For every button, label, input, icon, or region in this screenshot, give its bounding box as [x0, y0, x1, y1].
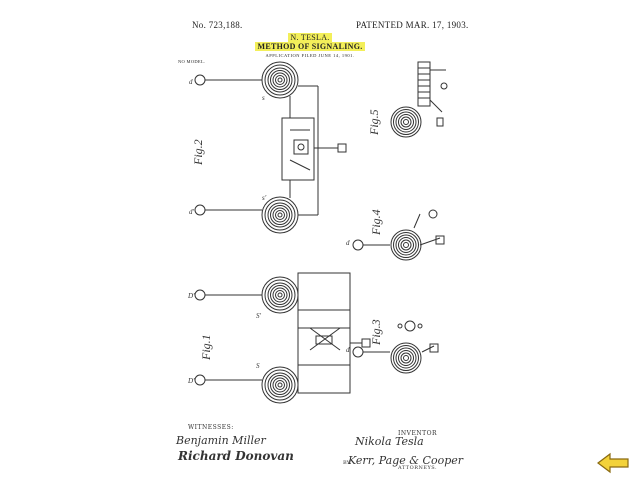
witnesses-label: WITNESSES: [188, 424, 234, 431]
fig4-drawing: Fig.4 [352, 209, 445, 261]
patent-title: METHOD OF SIGNALING. [150, 42, 470, 51]
inventor-label: INVENTOR [398, 430, 438, 437]
fig5-coil [390, 106, 422, 138]
fig1-terminal-top [194, 289, 206, 301]
application-filed: APPLICATION FILED JUNE 14, 1901. [265, 53, 355, 58]
fig1-label: Fig.1 [199, 334, 213, 361]
inventor-signature: Nikola Tesla [355, 435, 424, 448]
fig4-coil [390, 229, 422, 261]
fig1-terminal-bottom [194, 374, 206, 386]
witness-signature-1: Benjamin Miller [176, 434, 266, 447]
fig2-label: Fig.2 [191, 139, 205, 166]
label-d-fig4: d [346, 239, 350, 247]
label-S-prime: S' [256, 312, 262, 320]
label-D-prime-top: D' [187, 292, 195, 300]
fig4-terminal [352, 239, 364, 251]
fig2-terminal-bottom [194, 204, 206, 216]
patent-drawing: Fig.2 Fig.5 Fig.4 [187, 61, 448, 404]
no-model-note: NO MODEL. [178, 59, 206, 64]
fig5-label: Fig.5 [367, 109, 381, 136]
fig1-coil-top [261, 276, 299, 314]
label-s: s [262, 94, 265, 102]
fig3-label: Fig.3 [369, 319, 383, 346]
inventor-heading: N. TESLA. [150, 33, 470, 42]
witness-signature-2: Richard Donovan [178, 449, 294, 463]
label-S: S [256, 362, 260, 370]
fig2-drawing: Fig.2 [191, 61, 347, 234]
fig2-terminal-top [194, 74, 206, 86]
fig2-coil-top [261, 61, 299, 99]
fig3-coil [390, 342, 422, 374]
fig4-label: Fig.4 [369, 209, 383, 236]
label-s-prime: s' [262, 194, 267, 202]
left-arrow-icon [597, 452, 629, 474]
label-d-prime: d' [189, 208, 195, 216]
fig3-drawing: Fig.3 [352, 319, 439, 374]
fig1-coil-bottom [261, 366, 299, 404]
attorney-signature: Kerr, Page & Cooper [348, 454, 464, 467]
label-d-fig3: d [346, 346, 350, 354]
attorneys-label: ATTORNEYS. [398, 465, 438, 471]
fig5-drawing: Fig.5 [367, 61, 448, 138]
label-d: d [189, 78, 193, 86]
inventor-heading-text: N. TESLA. [288, 33, 332, 42]
patent-sheet: No. 723,188. PATENTED MAR. 17, 1903. N. … [150, 0, 470, 480]
by-label: BY [343, 460, 350, 466]
patent-number: No. 723,188. [192, 20, 243, 30]
patent-date: PATENTED MAR. 17, 1903. [356, 20, 469, 30]
back-button[interactable] [596, 452, 630, 474]
patent-title-text: METHOD OF SIGNALING. [255, 42, 365, 51]
fig3-terminal [352, 346, 364, 358]
label-D-prime-bottom: D' [187, 377, 195, 385]
fig1-drawing: Fig.1 [194, 272, 371, 404]
fig2-coil-bottom [261, 196, 299, 234]
